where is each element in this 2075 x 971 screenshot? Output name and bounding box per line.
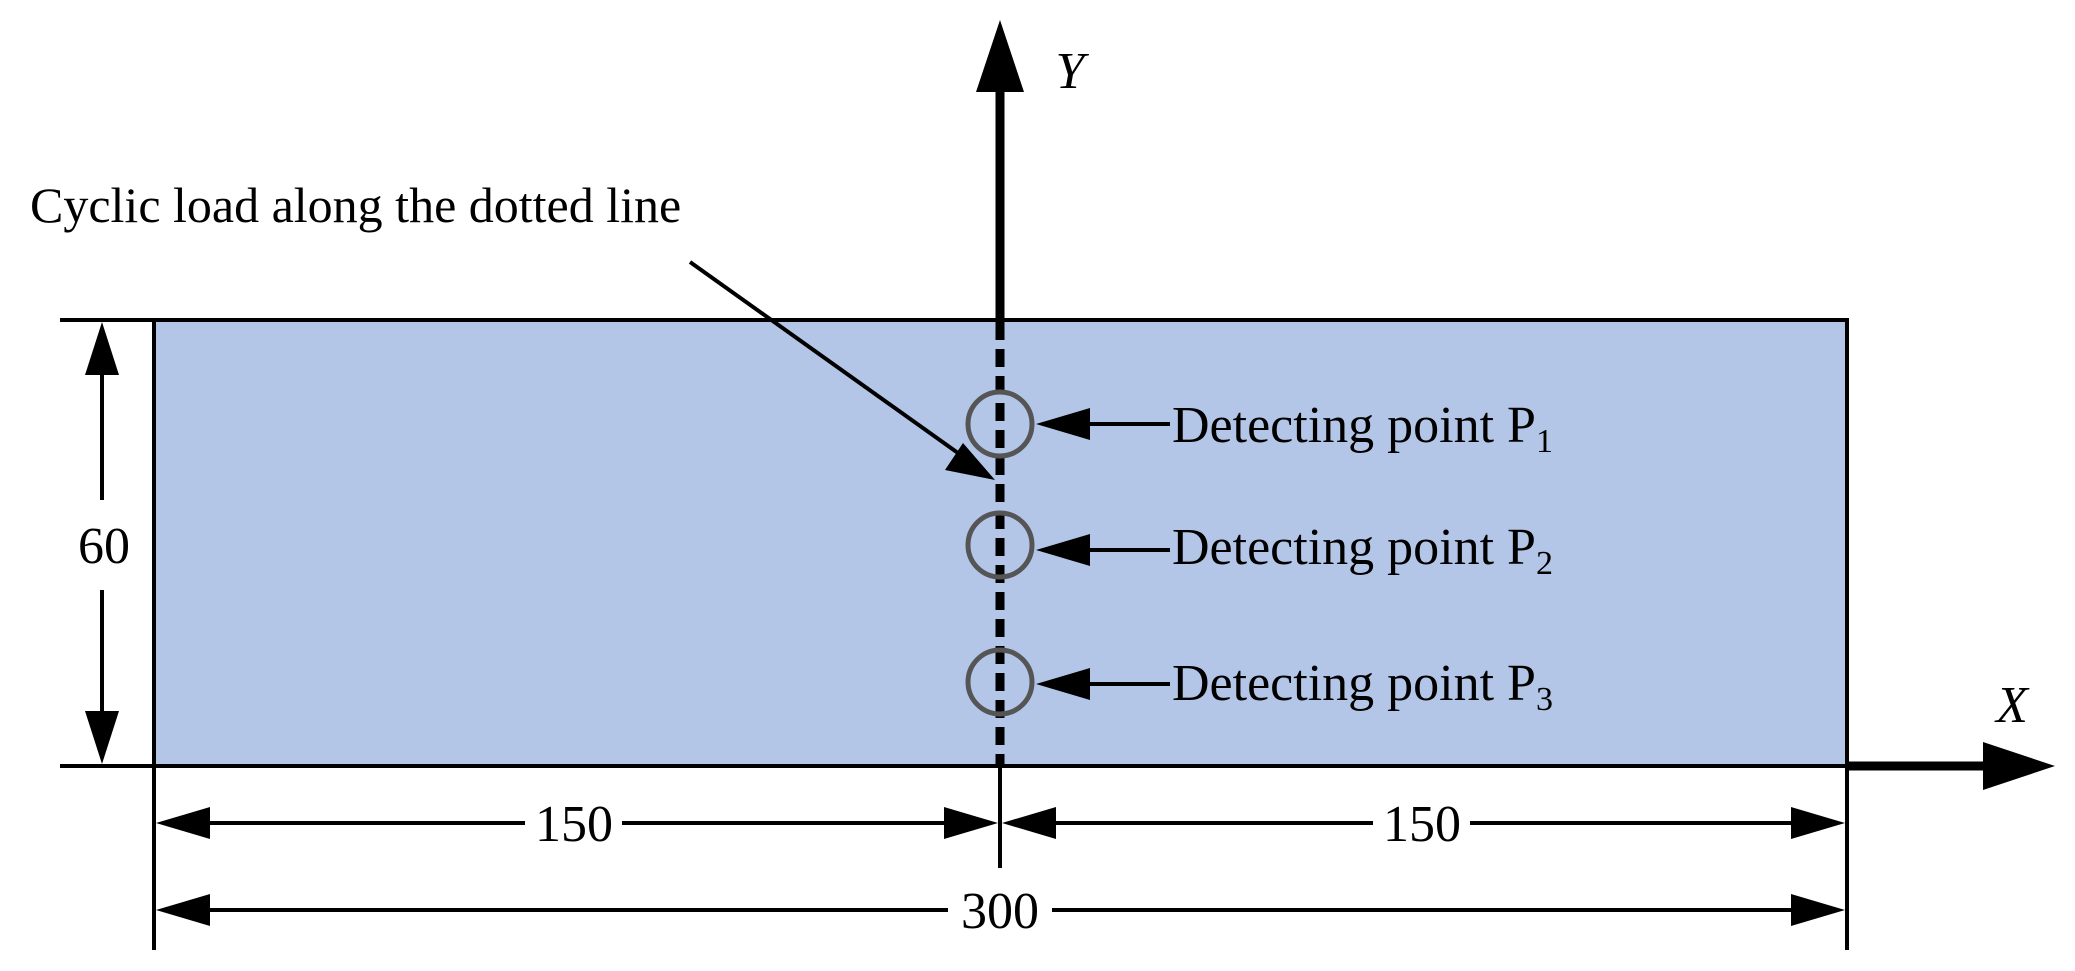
detecting-point-1-label: Detecting point P1	[1172, 397, 1553, 460]
x-axis-arrowhead	[1983, 742, 2055, 790]
left-half-arrow-left	[156, 807, 210, 839]
annotation-pointer-line	[688, 260, 967, 460]
right-half-arrow-left	[1002, 807, 1056, 839]
total-arrow-left	[156, 894, 210, 926]
detecting-point-3-circle	[965, 647, 1035, 717]
detecting-point-2-prefix: Detecting point P	[1172, 519, 1536, 576]
left-half-arrow-right	[944, 807, 998, 839]
detecting-point-2-label: Detecting point P2	[1172, 519, 1553, 582]
total-arrow-right	[1791, 894, 1845, 926]
detecting-point-2: Detecting point P2	[965, 510, 1553, 582]
detecting-point-3-label: Detecting point P3	[1172, 655, 1553, 718]
height-arrow-down	[85, 711, 119, 764]
detecting-point-2-circle	[965, 510, 1035, 580]
total-dimension-label: 300	[961, 883, 1039, 940]
right-half-dimension-label: 150	[1383, 796, 1461, 853]
detecting-point-1-prefix: Detecting point P	[1172, 397, 1536, 454]
detecting-point-3: Detecting point P3	[965, 647, 1553, 718]
left-half-dimension-label: 150	[535, 796, 613, 853]
detecting-point-3-arrowhead	[1036, 668, 1090, 700]
detecting-point-3-subscript: 3	[1536, 681, 1553, 718]
detecting-point-1-arrowhead	[1036, 408, 1090, 440]
height-dimension-label: 60	[78, 518, 130, 575]
right-half-arrow-right	[1791, 807, 1845, 839]
detecting-point-2-subscript: 2	[1536, 545, 1553, 582]
detecting-point-1-subscript: 1	[1536, 423, 1553, 460]
y-axis-arrowhead	[976, 20, 1024, 92]
detecting-point-3-prefix: Detecting point P	[1172, 655, 1536, 712]
detecting-point-2-arrowhead	[1036, 534, 1090, 566]
x-axis-label: X	[1994, 677, 2030, 734]
detecting-point-1-circle	[965, 389, 1035, 459]
annotation-pointer-arrowhead	[945, 443, 995, 480]
height-arrow-up	[85, 322, 119, 375]
detecting-point-1: Detecting point P1	[965, 389, 1553, 460]
y-axis-label: Y	[1056, 43, 1090, 100]
cyclic-load-annotation: Cyclic load along the dotted line	[30, 177, 681, 233]
